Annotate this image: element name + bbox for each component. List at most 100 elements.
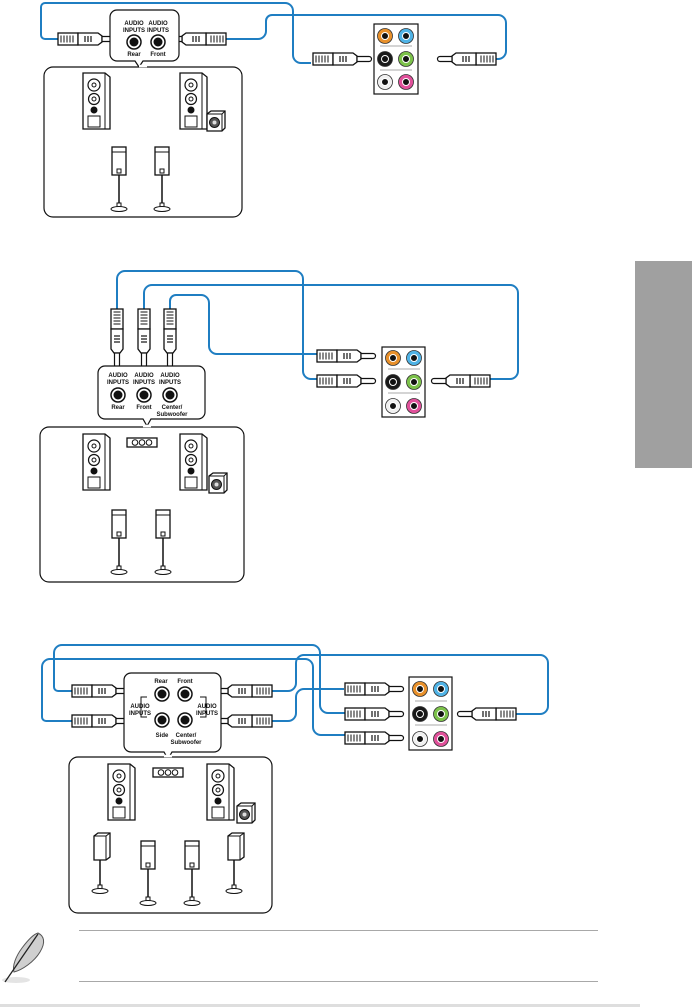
footer-rule xyxy=(0,1004,640,1007)
cable-rear xyxy=(40,2,311,64)
rear-jack xyxy=(126,34,142,50)
front-jack xyxy=(136,387,152,403)
cable-rear xyxy=(53,644,345,714)
plug xyxy=(57,32,118,46)
plug xyxy=(344,731,405,745)
svg-text:INPUTS: INPUTS xyxy=(159,380,181,386)
rear-io-panel xyxy=(408,676,453,751)
gray-jack-hole xyxy=(416,735,424,743)
front-jack xyxy=(150,34,166,50)
quill-pen-icon xyxy=(2,932,45,983)
plug xyxy=(71,714,132,728)
plug xyxy=(71,684,132,698)
center-speaker-icon xyxy=(152,767,184,778)
front-left-speaker-icon xyxy=(82,433,111,491)
plug xyxy=(438,53,497,65)
front-right-speaker-icon xyxy=(179,433,208,491)
svg-text:Front: Front xyxy=(136,405,151,411)
green-jack-hole xyxy=(402,55,410,63)
diagram-4-channel: AUDIO INPUTS AUDIO INPUTS AUDIO INPUTS R… xyxy=(39,270,519,583)
front-right-speaker-icon xyxy=(179,72,208,130)
note-bottom-rule xyxy=(79,981,598,982)
black-jack-hole xyxy=(381,55,389,63)
plug xyxy=(138,309,150,368)
rear-jack xyxy=(110,387,126,403)
plug xyxy=(214,685,273,697)
svg-text:AUDIO: AUDIO xyxy=(134,373,154,379)
pink-jack-hole xyxy=(437,735,445,743)
blue-jack-hole xyxy=(437,685,445,693)
svg-text:Subwoofer: Subwoofer xyxy=(171,740,203,746)
diagram-8-channel: Rear Front AUDIO INPUTS AUDIO INPUTS Sid… xyxy=(41,644,549,914)
plug xyxy=(458,708,517,720)
plug xyxy=(316,374,377,388)
side-jack xyxy=(154,712,170,728)
svg-text:INPUTS: INPUTS xyxy=(196,711,218,717)
cable-center xyxy=(272,688,344,722)
orange-jack-hole xyxy=(416,685,424,693)
front-jack xyxy=(177,686,193,702)
svg-text:Rear: Rear xyxy=(154,679,168,685)
svg-text:AUDIO: AUDIO xyxy=(108,373,128,379)
gray-jack-hole xyxy=(389,402,397,410)
plug xyxy=(432,375,491,387)
center-subwoofer-jack xyxy=(177,712,193,728)
rear-io-panel xyxy=(373,23,419,95)
plug xyxy=(214,715,273,727)
svg-text:INPUTS: INPUTS xyxy=(107,380,129,386)
green-jack-hole xyxy=(410,378,418,386)
front-right-speaker-icon xyxy=(206,763,235,821)
svg-text:Subwoofer: Subwoofer xyxy=(157,412,189,418)
svg-text:AUDIO: AUDIO xyxy=(148,21,168,27)
svg-text:AUDIO: AUDIO xyxy=(160,373,180,379)
orange-jack-hole xyxy=(389,354,397,362)
subwoofer-icon xyxy=(206,110,226,132)
rear-jack xyxy=(154,686,170,702)
plug xyxy=(111,309,123,368)
svg-text:INPUTS: INPUTS xyxy=(147,28,169,34)
svg-text:Front: Front xyxy=(150,52,165,58)
cable-front xyxy=(226,14,507,60)
blue-jack-hole xyxy=(402,32,410,40)
plug xyxy=(312,52,373,66)
green-jack-hole xyxy=(437,710,445,718)
speaker-layout-box xyxy=(39,426,245,583)
speaker-layout-box xyxy=(43,66,243,218)
svg-text:Center/: Center/ xyxy=(162,405,183,411)
chapter-side-tab xyxy=(635,261,692,468)
pink-jack-hole xyxy=(402,78,410,86)
center-subwoofer-jack xyxy=(162,387,178,403)
blue-jack-hole xyxy=(410,354,418,362)
svg-text:Rear: Rear xyxy=(111,405,125,411)
subwoofer-icon xyxy=(208,472,228,494)
svg-text:AUDIO: AUDIO xyxy=(124,21,144,27)
black-jack-hole xyxy=(389,378,397,386)
cable-center xyxy=(169,294,317,355)
plug xyxy=(344,682,405,696)
svg-text:INPUTS: INPUTS xyxy=(133,380,155,386)
front-left-speaker-icon xyxy=(82,72,111,130)
svg-text:Front: Front xyxy=(177,679,192,685)
plug xyxy=(316,349,377,363)
plug xyxy=(344,707,405,721)
center-speaker-icon xyxy=(126,437,158,448)
black-jack-hole xyxy=(416,710,424,718)
cable-front xyxy=(143,284,519,380)
cable-front xyxy=(272,654,549,715)
pink-jack-hole xyxy=(410,402,418,410)
cable-rear xyxy=(116,270,317,380)
front-left-speaker-icon xyxy=(107,763,136,821)
svg-text:AUDIO: AUDIO xyxy=(130,704,150,710)
diagram-2-channel: AUDIO INPUTS AUDIO INPUTS Rear Front xyxy=(40,2,507,218)
plug xyxy=(164,309,176,368)
rear-io-panel xyxy=(381,346,426,418)
svg-text:Rear: Rear xyxy=(127,52,141,58)
audio-inputs-box xyxy=(109,9,180,69)
cable-side xyxy=(41,658,349,736)
svg-text:AUDIO: AUDIO xyxy=(197,704,217,710)
svg-text:Center/: Center/ xyxy=(176,733,197,739)
orange-jack-hole xyxy=(381,32,389,40)
gray-jack-hole xyxy=(381,78,389,86)
svg-text:INPUTS: INPUTS xyxy=(123,28,145,34)
